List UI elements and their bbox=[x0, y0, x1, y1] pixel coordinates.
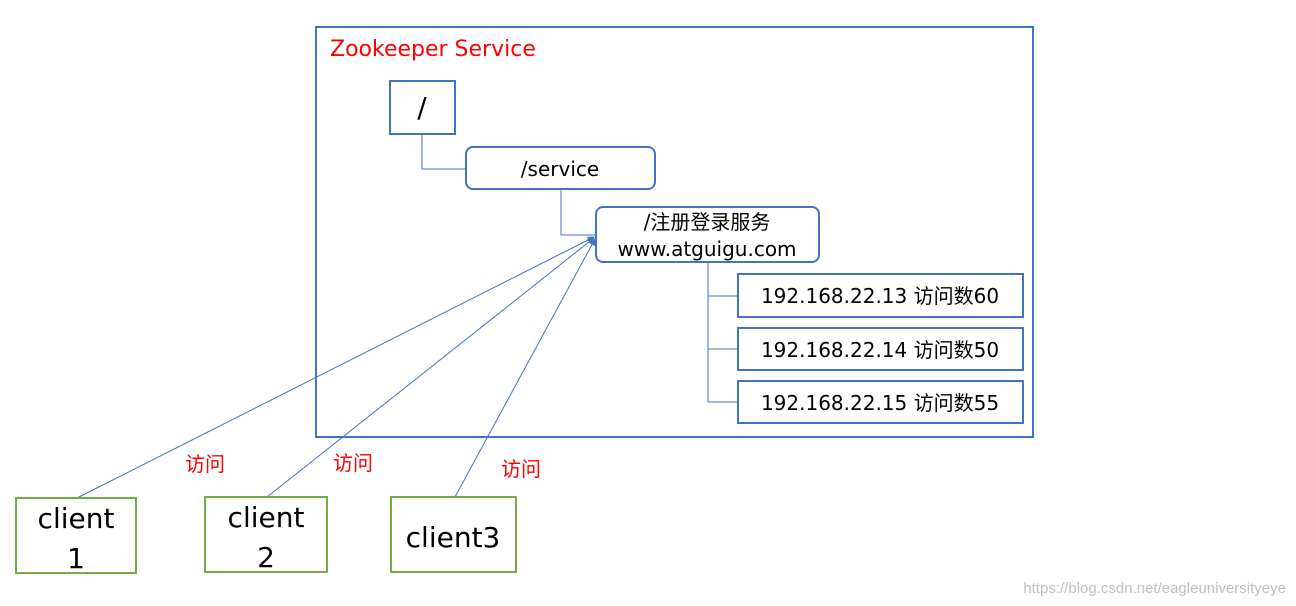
register-node-line1: /注册登录服务 bbox=[644, 210, 771, 234]
server-node bbox=[737, 273, 1024, 318]
access-line bbox=[76, 236, 595, 499]
register-node bbox=[595, 206, 820, 263]
edge-label: 访问 bbox=[185, 452, 225, 476]
client-label-line1: client3 bbox=[406, 521, 501, 554]
watermark: https://blog.csdn.net/eagleuniversityeye bbox=[1023, 580, 1286, 597]
service-node-label: /service bbox=[521, 157, 599, 181]
tree-connectors bbox=[421, 134, 738, 403]
server-node-label: 192.168.22.14 访问数50 bbox=[761, 338, 999, 362]
server-node bbox=[737, 380, 1024, 424]
client-label-line1: client bbox=[38, 502, 115, 535]
access-lines bbox=[76, 236, 596, 499]
service-node bbox=[465, 146, 656, 190]
client-label-line2: 1 bbox=[67, 542, 85, 575]
zookeeper-service-container bbox=[315, 26, 1034, 438]
client-node bbox=[15, 497, 137, 574]
root-node-label: / bbox=[417, 91, 427, 124]
service-title: Zookeeper Service bbox=[330, 37, 536, 62]
server-node-label: 192.168.22.13 访问数60 bbox=[761, 284, 999, 308]
client-label-line2: 2 bbox=[257, 541, 275, 574]
client-node bbox=[204, 496, 328, 573]
root-node bbox=[389, 80, 456, 135]
access-line bbox=[266, 237, 595, 498]
register-node-line2: www.atguigu.com bbox=[617, 237, 796, 261]
edge-label: 访问 bbox=[501, 457, 541, 481]
server-node bbox=[737, 327, 1024, 371]
client-label-line1: client bbox=[228, 501, 305, 534]
server-node-label: 192.168.22.15 访问数55 bbox=[761, 391, 999, 415]
client-node bbox=[390, 496, 517, 573]
access-line bbox=[454, 238, 596, 498]
edge-label: 访问 bbox=[333, 451, 373, 475]
